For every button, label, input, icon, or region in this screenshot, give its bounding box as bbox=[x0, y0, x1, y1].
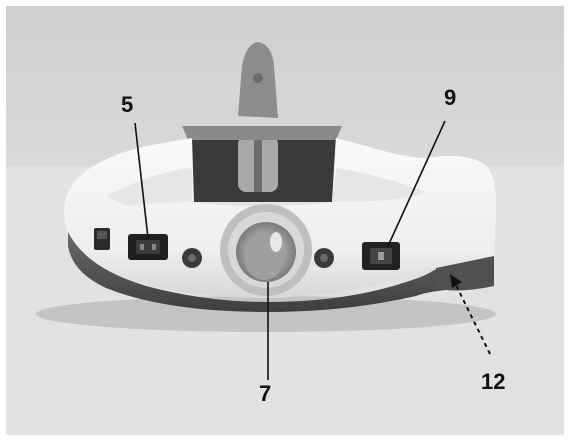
leader-line-5 bbox=[134, 122, 149, 239]
foot-block bbox=[434, 256, 494, 291]
power-socket-pin-b bbox=[152, 244, 156, 250]
device-photo bbox=[6, 6, 564, 435]
knob-right-center bbox=[320, 254, 328, 262]
rocker-switch-highlight bbox=[97, 231, 107, 239]
device-shadow bbox=[36, 296, 496, 332]
cartridge-lid bbox=[182, 126, 342, 140]
callout-7: 7 bbox=[259, 381, 272, 406]
device-illustration bbox=[6, 6, 564, 435]
housing-inner-edge bbox=[106, 168, 192, 206]
leader-line-9 bbox=[387, 120, 446, 247]
leader-line-12 bbox=[453, 280, 491, 355]
knob-left-center bbox=[188, 254, 196, 262]
leader-arrow-12 bbox=[450, 274, 462, 288]
callout-12: 12 bbox=[481, 369, 506, 394]
handle-screw bbox=[253, 73, 263, 83]
housing-base-band bbox=[68, 232, 494, 312]
power-socket-pin-a bbox=[140, 244, 144, 250]
hose-port-highlight bbox=[270, 232, 282, 252]
callout-5: 5 bbox=[121, 92, 134, 117]
power-socket-inner bbox=[136, 240, 160, 254]
cartridge-wheel-slot bbox=[254, 136, 262, 192]
housing-inner-edge-right bbox=[332, 168, 426, 202]
callout-9: 9 bbox=[444, 85, 457, 110]
connector-socket-pin bbox=[378, 252, 384, 260]
